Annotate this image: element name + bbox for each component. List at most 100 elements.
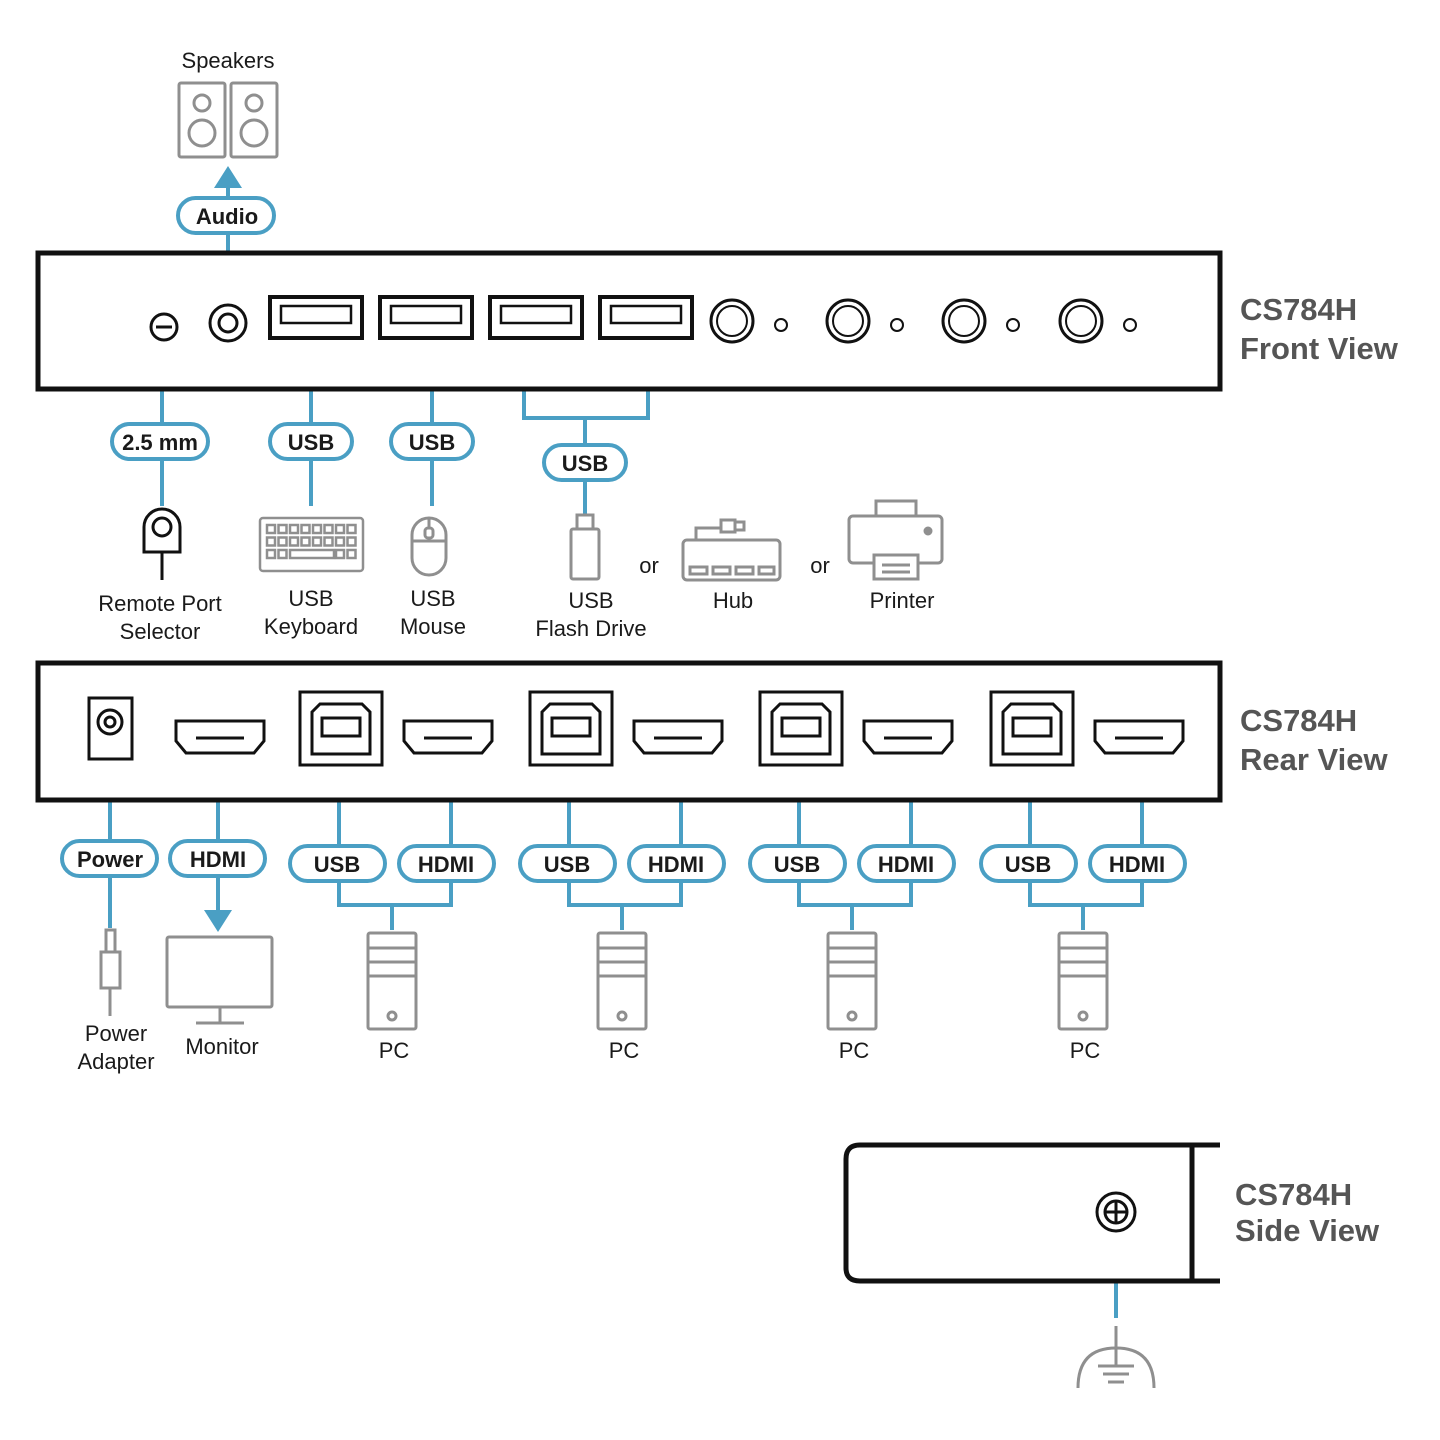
power-adapter-label-line2: Adapter	[77, 1049, 154, 1074]
usb-pill-keyboard: USB	[268, 422, 354, 461]
side-view-title-line2: Side View	[1235, 1213, 1380, 1248]
front-view: Audio 2.5 mm USB USB USB Speakers	[35, 48, 1399, 644]
keyboard-key	[288, 523, 300, 535]
or-label-1: or	[639, 553, 659, 578]
pc-label: PC	[1070, 1038, 1101, 1063]
pc-hdmi-pill-text: HDMI	[418, 852, 474, 877]
printer-icon	[847, 499, 944, 581]
port-select-button-1	[709, 298, 788, 344]
usb-a-port-4	[598, 295, 694, 340]
port-select-button-2	[825, 298, 904, 344]
flash-drive-icon	[569, 513, 601, 581]
pc-label: PC	[609, 1038, 640, 1063]
rear-view-title-line2: Rear View	[1240, 742, 1389, 777]
audio-arrow-icon	[214, 166, 242, 188]
keyboard-key	[334, 523, 346, 535]
power-adapter-label-line1: Power	[85, 1021, 147, 1046]
pc-usb-pill-1: USB	[288, 844, 387, 883]
pc-usb-pill-2: USB	[518, 844, 617, 883]
svg-text:Audio: Audio	[196, 204, 258, 229]
keyboard-key	[300, 523, 311, 535]
monitor-label: Monitor	[185, 1034, 258, 1059]
keyboard-key	[277, 536, 288, 547]
keyboard-key	[323, 536, 334, 547]
svg-text:HDMI: HDMI	[190, 847, 246, 872]
pc-tower-icon	[366, 931, 418, 1031]
pc-hdmi-pill-1: HDMI	[397, 844, 496, 883]
svg-text:Power: Power	[77, 847, 143, 872]
keyboard-key	[277, 523, 288, 535]
pc-hdmi-pill-text: HDMI	[1109, 852, 1165, 877]
pc-usb-pill-text: USB	[314, 852, 360, 877]
flash-label-line1: USB	[568, 588, 613, 613]
pc-usb-pill-4: USB	[979, 844, 1078, 883]
console-hdmi-pill: HDMI	[168, 839, 267, 878]
port-select-button-3	[941, 298, 1020, 344]
remote-port-label-line1: Remote Port	[98, 591, 222, 616]
pc-hdmi-pill-2: HDMI	[627, 844, 726, 883]
hub-icon	[681, 518, 782, 582]
monitor-arrow-icon	[204, 910, 232, 932]
remote-port-icon	[149, 312, 179, 342]
hub-label: Hub	[713, 588, 753, 613]
keyboard-key	[300, 536, 311, 547]
power-adapter-icon	[99, 928, 122, 1016]
keyboard-key	[265, 548, 277, 560]
pc-port-group-4	[989, 690, 1185, 767]
keyboard-key	[346, 536, 357, 547]
rear-view-title-line1: CS784H	[1240, 703, 1357, 738]
svg-text:USB: USB	[562, 451, 608, 476]
console-hdmi-port-icon	[174, 719, 266, 755]
pc-usb-pill-text: USB	[544, 852, 590, 877]
power-pill: Power	[60, 839, 159, 878]
pc-hdmi-pill-4: HDMI	[1088, 844, 1187, 883]
keyboard-key	[277, 548, 288, 560]
keyboard-icon	[258, 516, 365, 573]
audio-pill: Audio	[176, 196, 276, 235]
pc-usb-pill-3: USB	[748, 844, 847, 883]
keyboard-key	[311, 523, 323, 535]
pc-label: PC	[379, 1038, 410, 1063]
keyboard-key	[323, 523, 334, 535]
keyboard-label-line1: USB	[288, 586, 333, 611]
pc-port-group-2	[528, 690, 724, 767]
printer-label: Printer	[870, 588, 935, 613]
speakers-icon	[177, 81, 279, 159]
remote-port-selector-icon	[142, 507, 182, 580]
mm-pill: 2.5 mm	[110, 422, 210, 461]
pc-port-group-1	[298, 690, 494, 767]
usb-b-port-tongue	[320, 716, 362, 738]
mouse-icon	[410, 516, 448, 577]
usb-a-port-1	[268, 295, 364, 340]
keyboard-spacebar	[288, 548, 336, 560]
mouse-label-line2: Mouse	[400, 614, 466, 639]
keyboard-key	[288, 536, 300, 547]
pc-tower-icon	[1057, 931, 1109, 1031]
keyboard-key	[265, 523, 277, 535]
front-view-title-line2: Front View	[1240, 331, 1399, 366]
side-view-title-line1: CS784H	[1235, 1177, 1352, 1212]
side-view: CS784H Side View	[843, 1142, 1380, 1389]
side-panel	[843, 1142, 1220, 1284]
keyboard-label-line2: Keyboard	[264, 614, 358, 639]
pc-tower-icon	[826, 931, 878, 1031]
power-jack-icon	[87, 696, 134, 761]
usb-b-port-tongue	[1011, 716, 1053, 738]
ground-symbol-icon	[1076, 1326, 1156, 1389]
keyboard-key	[346, 523, 357, 535]
or-label-2: or	[810, 553, 830, 578]
keyboard-key	[265, 536, 277, 547]
grounding-screw-icon	[1095, 1191, 1137, 1233]
usb-a-port-2	[378, 295, 474, 340]
keyboard-key	[334, 548, 346, 560]
svg-text:2.5 mm: 2.5 mm	[122, 430, 198, 455]
pc-hdmi-pill-3: HDMI	[857, 844, 956, 883]
pc-port-group-3	[758, 690, 954, 767]
usb-a-port-3	[488, 295, 584, 340]
usb-b-port-tongue	[550, 716, 592, 738]
mouse-label-line1: USB	[410, 586, 455, 611]
pc-hdmi-pill-text: HDMI	[648, 852, 704, 877]
svg-text:USB: USB	[288, 430, 334, 455]
